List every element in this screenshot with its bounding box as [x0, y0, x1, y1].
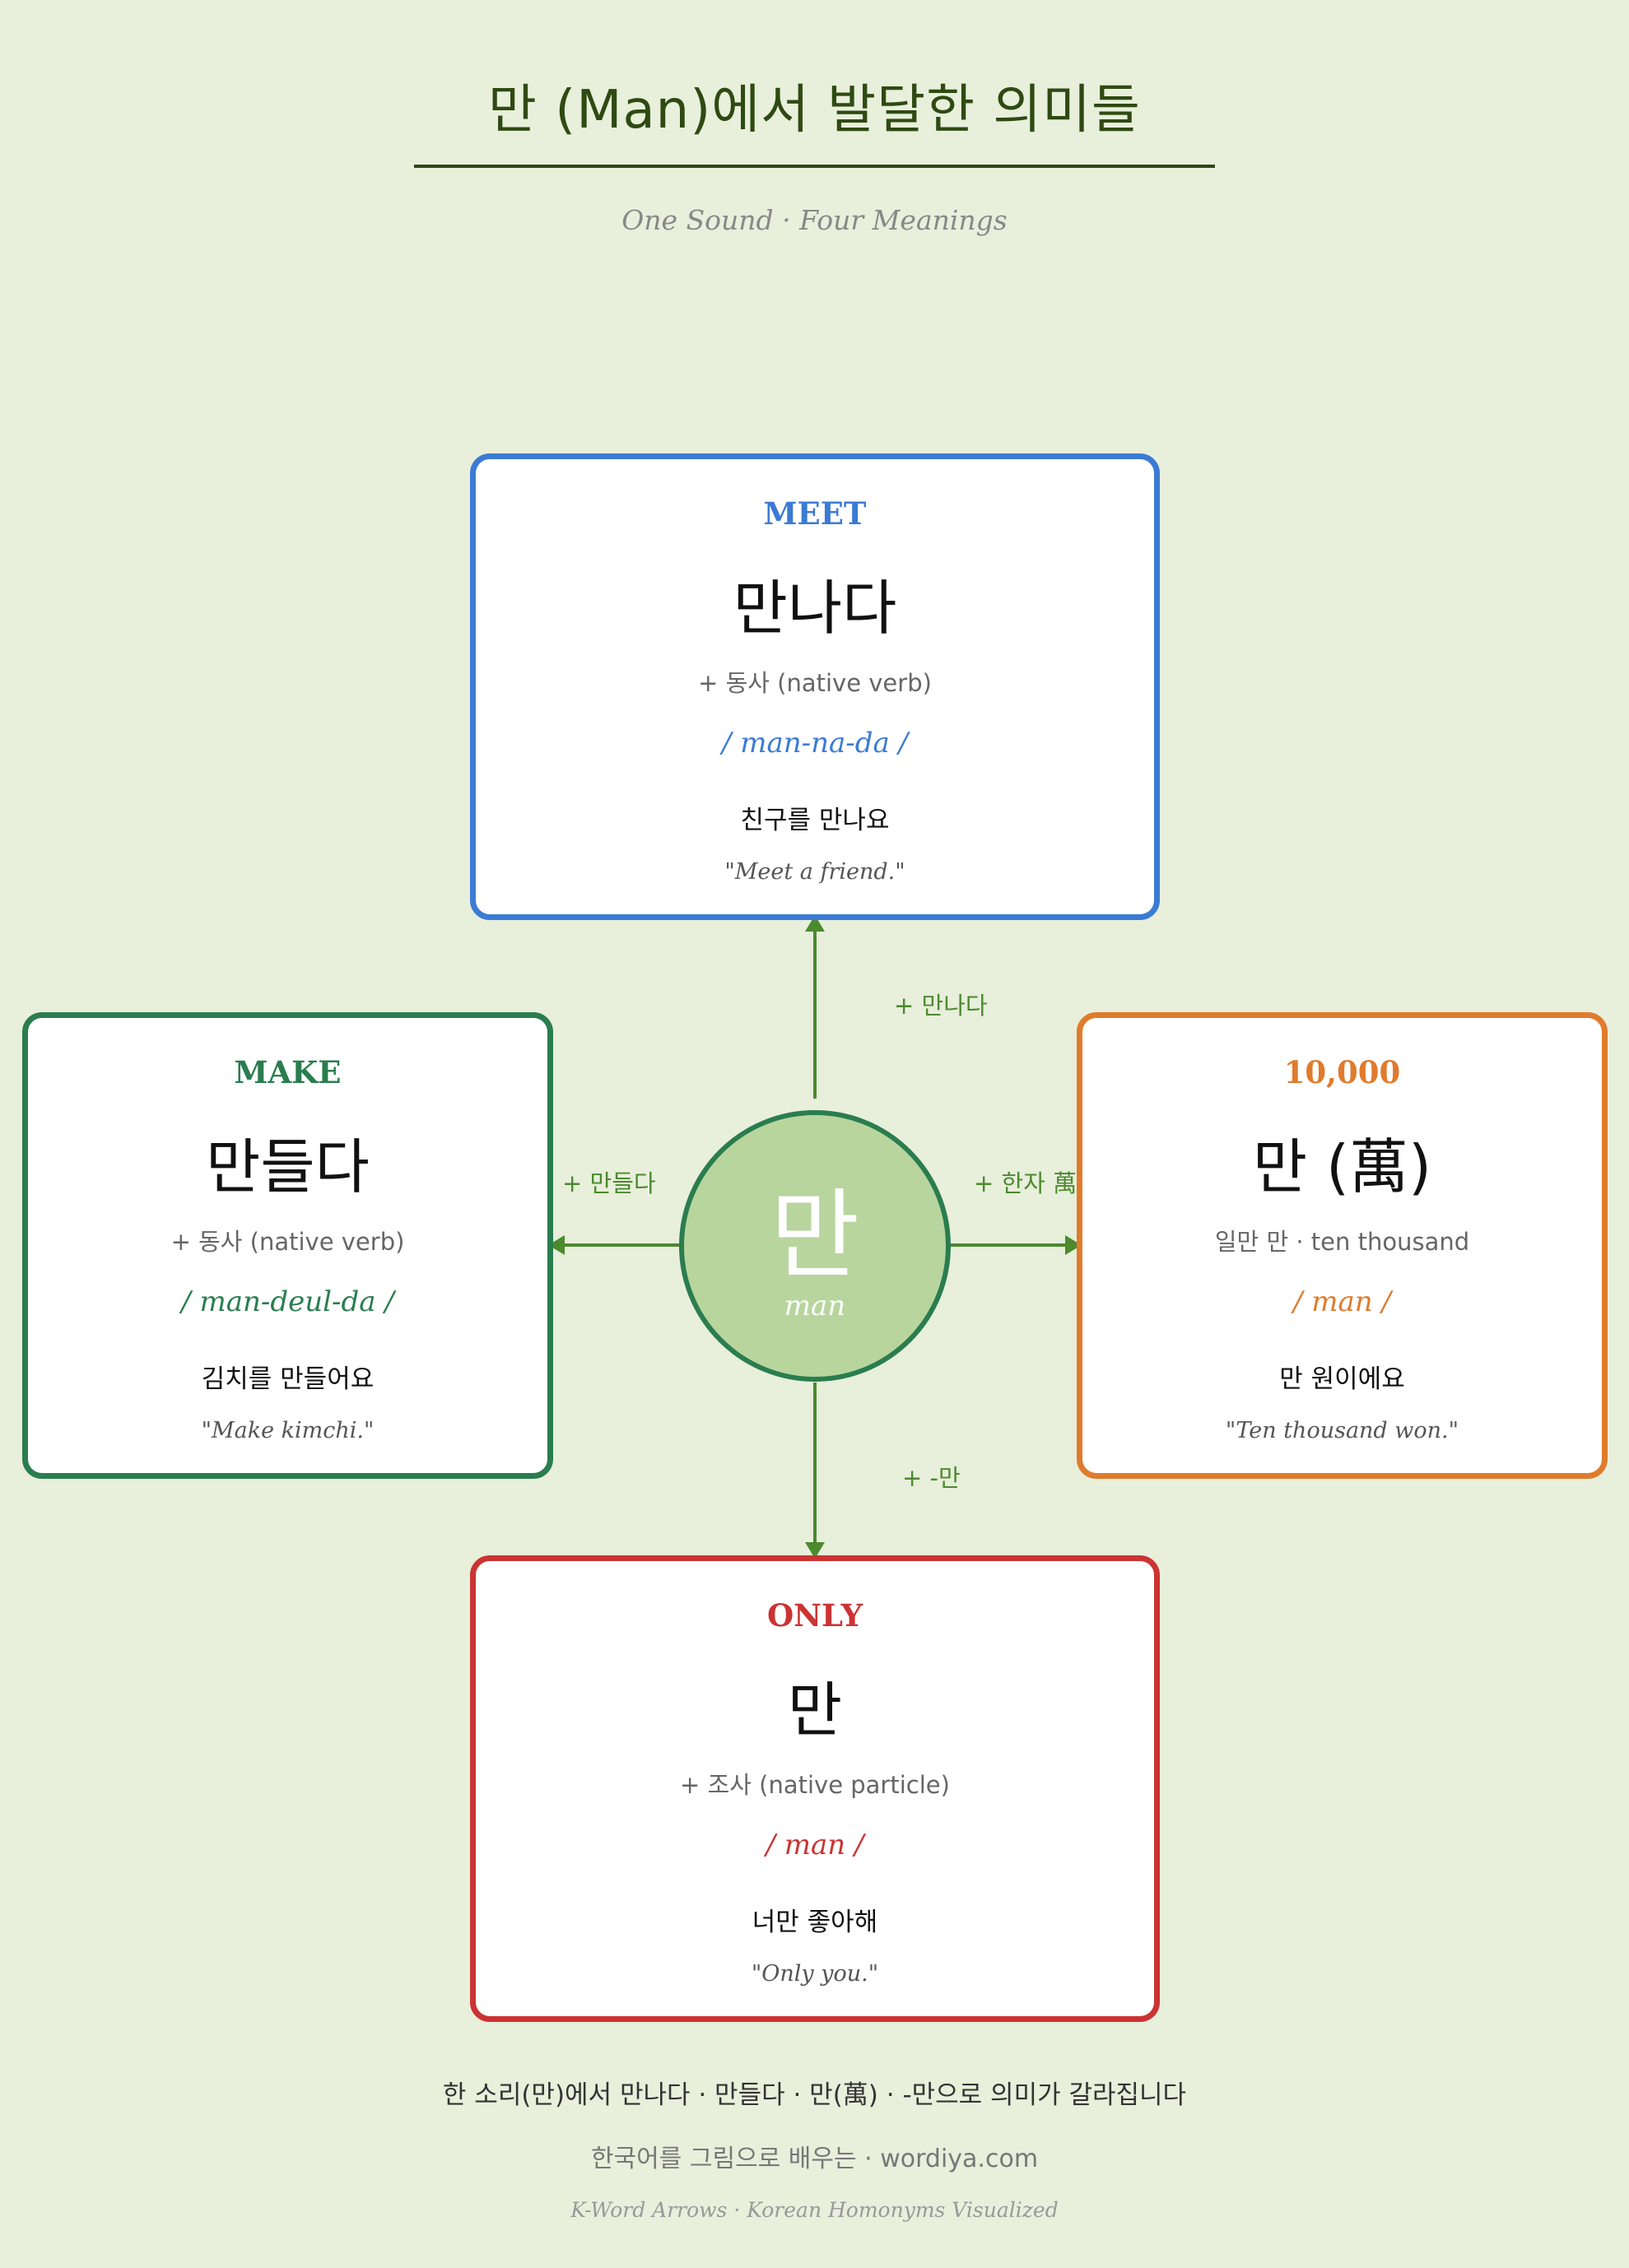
card-only-grammar: + 조사 (native particle) [680, 1771, 950, 1799]
card-make-english: MAKE [234, 1054, 342, 1090]
card-tenthousand-english: 10,000 [1283, 1054, 1401, 1090]
hub-circle: 만 man [679, 1110, 951, 1382]
card-tenthousand-korean: 만 (萬) [1252, 1132, 1432, 1201]
card-only-romanization: / man / [766, 1829, 864, 1861]
card-meet-english: MEET [763, 495, 867, 532]
card-tenthousand-grammar: 일만 만 · ten thousand [1214, 1228, 1470, 1256]
card-meet-korean: 만나다 [733, 574, 897, 643]
card-make-example: 김치를 만들어요 [201, 1364, 375, 1394]
card-meet-translation: "Meet a friend." [724, 859, 905, 885]
card-make-grammar: + 동사 (native verb) [170, 1228, 405, 1256]
title-divider [414, 165, 1215, 168]
card-tenthousand-romanization: / man / [1293, 1285, 1391, 1318]
card-meet-grammar: + 동사 (native verb) [698, 669, 932, 697]
card-tenthousand-translation: "Ten thousand won." [1225, 1418, 1459, 1443]
card-tenthousand: 10,000 만 (萬) 일만 만 · ten thousand / man /… [1077, 1012, 1608, 1479]
card-meet-romanization: / man-na-da / [721, 727, 909, 760]
page-subtitle: One Sound · Four Meanings [621, 204, 1008, 236]
arrow-label-only: + -만 [902, 1464, 961, 1492]
footer-summary: 한 소리(만)에서 만나다 · 만들다 · 만(萬) · -만으로 의미가 갈라… [442, 2080, 1187, 2110]
card-make-translation: "Make kimchi." [201, 1418, 375, 1443]
card-only: ONLY 만 + 조사 (native particle) / man / 너만… [470, 1555, 1160, 2022]
card-only-example: 너만 좋아해 [752, 1908, 878, 1937]
footer-credit: 한국어를 그림으로 배우는 · wordiya.com [590, 2145, 1039, 2173]
card-only-korean: 만 [787, 1675, 843, 1745]
card-make-korean: 만들다 [206, 1132, 370, 1201]
page-title: 만 (Man)에서 발달한 의미들 [488, 80, 1141, 141]
card-meet: MEET 만나다 + 동사 (native verb) / man-na-da … [470, 453, 1160, 920]
card-make-romanization: / man-deul-da / [181, 1285, 394, 1318]
card-only-translation: "Only you." [751, 1961, 879, 1987]
card-make: MAKE 만들다 + 동사 (native verb) / man-deul-d… [22, 1012, 553, 1479]
arrow-label-meet: + 만나다 [894, 992, 988, 1020]
arrowhead-meet [805, 915, 825, 932]
arrowhead-tenthousand [1065, 1235, 1082, 1255]
arrow-label-tenthousand: + 한자 萬 [974, 1169, 1077, 1197]
card-tenthousand-example: 만 원이에요 [1279, 1364, 1405, 1394]
arrow-label-make: + 만들다 [562, 1169, 656, 1197]
footer-series: K-Word Arrows · Korean Homonyms Visualiz… [570, 2198, 1059, 2222]
card-only-english: ONLY [766, 1597, 863, 1634]
hub-character: 만 [770, 1178, 860, 1292]
hub-romanization: man [784, 1290, 846, 1322]
card-meet-example: 친구를 만나요 [740, 806, 890, 835]
arrowhead-only [805, 1542, 825, 1559]
arrowhead-make [548, 1235, 565, 1255]
